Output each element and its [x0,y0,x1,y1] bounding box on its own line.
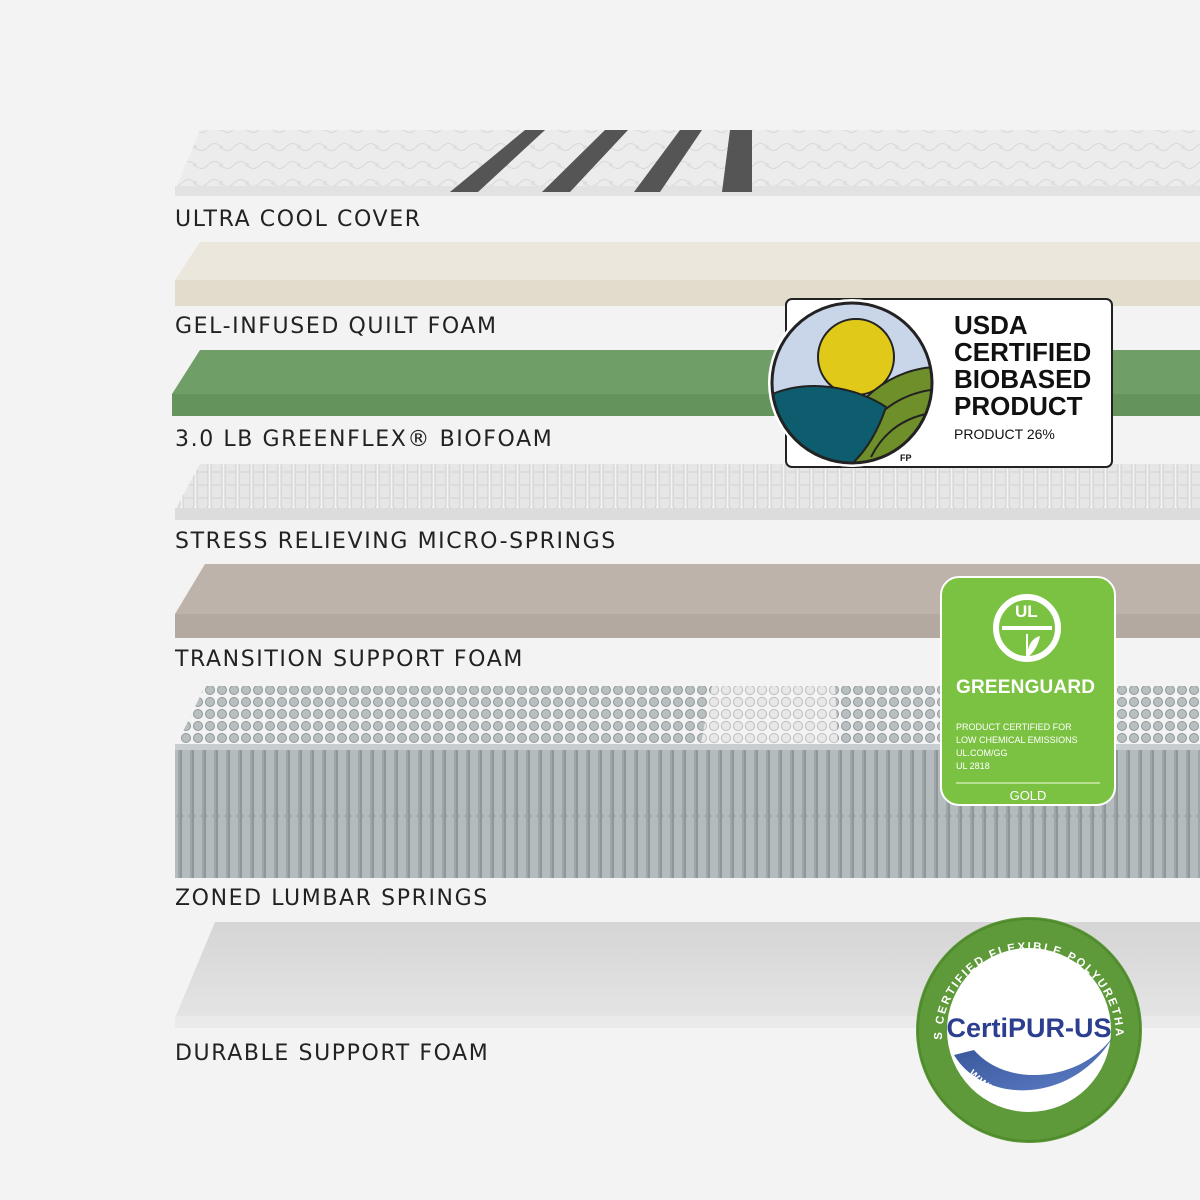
usda-biobased-badge: USDA CERTIFIED BIOBASED PRODUCT PRODUCT … [766,297,1114,469]
cover-layer [0,120,1200,200]
layer-label-lumbar: ZONED LUMBAR SPRINGS [175,886,489,911]
usda-percentage: PRODUCT 26% [954,426,1055,442]
layer-label-cover: ULTRA COOL COVER [175,207,422,232]
greenguard-line-4: UL 2818 [956,761,990,771]
layer-label-biofoam: 3.0 LB GREENFLEX® BIOFOAM [175,427,553,452]
greenguard-line-2: LOW CHEMICAL EMISSIONS [956,735,1078,745]
greenguard-gold-badge: UL GREENGUARD PRODUCT CERTIFIED FOR LOW … [940,576,1116,806]
greenguard-level: GOLD [940,788,1116,803]
usda-title-line-1: USDA [954,312,1028,339]
usda-fp-mark: FP [900,453,912,463]
micro-springs-layer [0,460,1200,522]
greenguard-line-3: UL.COM/GG [956,748,1008,758]
usda-title-line-2: CERTIFIED [954,339,1091,366]
greenguard-title: GREENGUARD [956,677,1095,699]
layer-label-quilt: GEL-INFUSED QUILT FOAM [175,314,498,339]
greenguard-ul-logo: UL [1015,602,1038,622]
usda-title-line-3: BIOBASED [954,366,1091,393]
usda-title-line-4: PRODUCT [954,393,1083,420]
certipur-name: CertiPUR-US [946,1013,1111,1043]
certipur-us-badge: CONTAINS CERTIFIED FLEXIBLE POLYURETHANE… [914,915,1144,1145]
layer-label-transition: TRANSITION SUPPORT FOAM [175,647,524,672]
layer-label-microsprings: STRESS RELIEVING MICRO-SPRINGS [175,529,617,554]
layer-label-durable: DURABLE SUPPORT FOAM [175,1041,489,1066]
greenguard-line-1: PRODUCT CERTIFIED FOR [956,722,1072,732]
